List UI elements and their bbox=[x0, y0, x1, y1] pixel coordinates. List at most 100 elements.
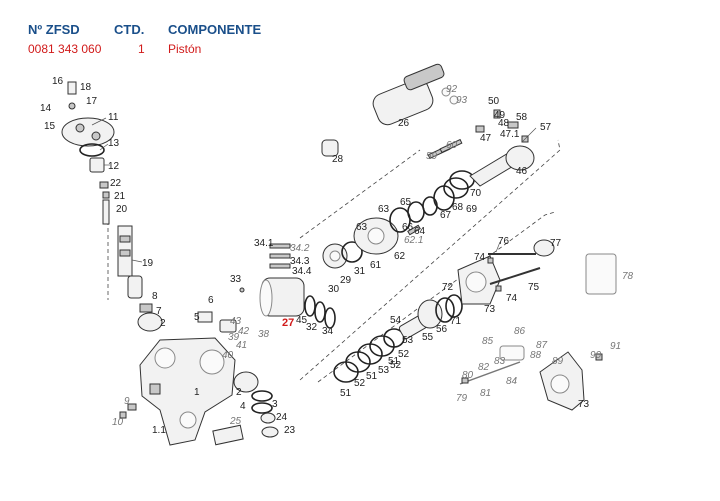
optional-callout-label: 38 bbox=[258, 329, 270, 340]
optional-callout-label: 87 bbox=[536, 340, 548, 351]
callout-label: 8 bbox=[152, 291, 158, 302]
optional-callout-label: 85 bbox=[482, 336, 494, 347]
callout-label: 63 bbox=[378, 204, 390, 215]
callout-label: 13 bbox=[108, 138, 120, 149]
callout-label: 71 bbox=[450, 316, 462, 327]
callout-label: 14 bbox=[40, 103, 52, 114]
callout-label: 29 bbox=[340, 275, 352, 286]
callout-label: 7 bbox=[156, 306, 162, 317]
callout-label: 51 bbox=[366, 371, 378, 382]
callout-label: 55 bbox=[422, 332, 434, 343]
callout-label: 31 bbox=[354, 266, 366, 277]
optional-callout-label: 91 bbox=[610, 341, 621, 352]
callout-label: 53 bbox=[402, 335, 414, 346]
parts-header: Nº ZFSD CTD. COMPONENTE 0081 343 060 1 P… bbox=[24, 22, 324, 62]
callout-label: 16 bbox=[52, 76, 64, 87]
callout-label: 4 bbox=[240, 401, 246, 412]
callout-label: 54 bbox=[390, 315, 402, 326]
callout-label: 50 bbox=[488, 96, 500, 107]
optional-callout-label: 62.1 bbox=[404, 235, 423, 246]
callout-label: 12 bbox=[108, 161, 120, 172]
callout-label: 6 bbox=[208, 295, 214, 306]
part-number-value: 0081 343 060 bbox=[28, 42, 102, 56]
callout-labels: 16 18 17 14 11 15 13 12 22 21 20 19 8 7 … bbox=[40, 76, 590, 436]
callout-label: 33 bbox=[230, 274, 242, 285]
callout-label: 56 bbox=[436, 324, 448, 335]
quantity-value: 1 bbox=[138, 42, 145, 56]
optional-callout-label: 92 bbox=[446, 84, 458, 95]
relief-valve-group bbox=[459, 345, 603, 411]
optional-callout-label: 88 bbox=[530, 350, 542, 361]
callout-label: 65 bbox=[400, 197, 412, 208]
callout-label: 66 bbox=[402, 222, 414, 233]
callout-label: 24 bbox=[276, 412, 288, 423]
optional-callout-label: 80 bbox=[462, 370, 474, 381]
callout-label: 21 bbox=[114, 191, 126, 202]
callout-label: 5 bbox=[194, 312, 200, 323]
optional-callout-label: 10 bbox=[112, 417, 124, 428]
optional-callout-label: 39 bbox=[228, 332, 240, 343]
callout-label: 34 bbox=[322, 326, 334, 337]
callout-label: 61 bbox=[370, 260, 382, 271]
optional-callout-label: 60 bbox=[446, 140, 458, 151]
callout-label: 52 bbox=[398, 349, 410, 360]
callout-label: 68 bbox=[452, 202, 464, 213]
callout-label: 63 bbox=[356, 222, 368, 233]
callout-label: 58 bbox=[516, 112, 528, 123]
callout-label: 34.4 bbox=[292, 266, 312, 277]
optional-callout-label: 93 bbox=[456, 95, 468, 106]
optional-callout-label: 9 bbox=[124, 396, 130, 407]
callout-label: 48 bbox=[498, 118, 510, 129]
callout-label: 34.1 bbox=[254, 238, 274, 249]
optional-callout-label: 25 bbox=[229, 416, 242, 427]
callout-label: 51 bbox=[340, 388, 352, 399]
callout-label: 46 bbox=[516, 166, 528, 177]
callout-label: 57 bbox=[540, 122, 552, 133]
callout-labels-optional: 92 93 60 59 62.1 34.2 38 43 42 41 40 39 … bbox=[112, 84, 634, 428]
optional-callout-label: 42 bbox=[238, 326, 250, 337]
leader-lines bbox=[91, 117, 537, 263]
optional-callout-label: 41 bbox=[236, 340, 247, 351]
callout-label: 30 bbox=[328, 284, 340, 295]
optional-callout-label: 43 bbox=[230, 316, 242, 327]
callout-label: 22 bbox=[110, 178, 122, 189]
valve-housing-group bbox=[322, 138, 475, 269]
callout-label: 74 bbox=[506, 293, 518, 304]
callout-label: 52 bbox=[354, 378, 366, 389]
callout-label: 51 bbox=[388, 356, 400, 367]
callout-label: 53 bbox=[378, 365, 390, 376]
callout-label: 70 bbox=[470, 188, 482, 199]
optional-callout-label: 90 bbox=[590, 350, 602, 361]
callout-label: 28 bbox=[332, 154, 344, 165]
callout-label: 17 bbox=[86, 96, 98, 107]
callout-label: 47 bbox=[480, 133, 492, 144]
callout-label: 1 bbox=[194, 387, 200, 398]
piston-group bbox=[239, 243, 336, 329]
top-cover-group bbox=[61, 81, 115, 225]
callout-label: 18 bbox=[80, 82, 92, 93]
callout-label: 74 bbox=[474, 252, 486, 263]
callout-label: 2 bbox=[160, 318, 166, 329]
header-quantity-label: CTD. bbox=[114, 22, 145, 37]
control-valve-group bbox=[321, 63, 459, 157]
callout-label: 20 bbox=[116, 204, 128, 215]
callout-label: 69 bbox=[466, 204, 478, 215]
callout-label: 49 bbox=[494, 110, 506, 121]
optional-callout-label: 82 bbox=[478, 362, 490, 373]
callout-label: 77 bbox=[550, 238, 562, 249]
callout-label: 52 bbox=[390, 360, 402, 371]
optional-callout-label: 89 bbox=[552, 356, 564, 367]
header-component-label: COMPONENTE bbox=[168, 22, 262, 37]
steering-housing bbox=[119, 337, 244, 446]
optional-callout-label: 79 bbox=[456, 393, 468, 404]
lower-ring-stack bbox=[333, 294, 463, 383]
optional-callout-label: 59 bbox=[426, 151, 438, 162]
callout-label: 3 bbox=[272, 399, 278, 410]
sector-shaft-bearings bbox=[197, 311, 279, 438]
header-part-number-label: Nº ZFSD bbox=[28, 22, 80, 37]
callout-label: 1.1 bbox=[152, 425, 166, 436]
callout-label: 75 bbox=[528, 282, 540, 293]
callout-label: 45 bbox=[296, 315, 308, 326]
optional-callout-label: 40 bbox=[222, 350, 234, 361]
side-cover-group bbox=[457, 239, 617, 305]
